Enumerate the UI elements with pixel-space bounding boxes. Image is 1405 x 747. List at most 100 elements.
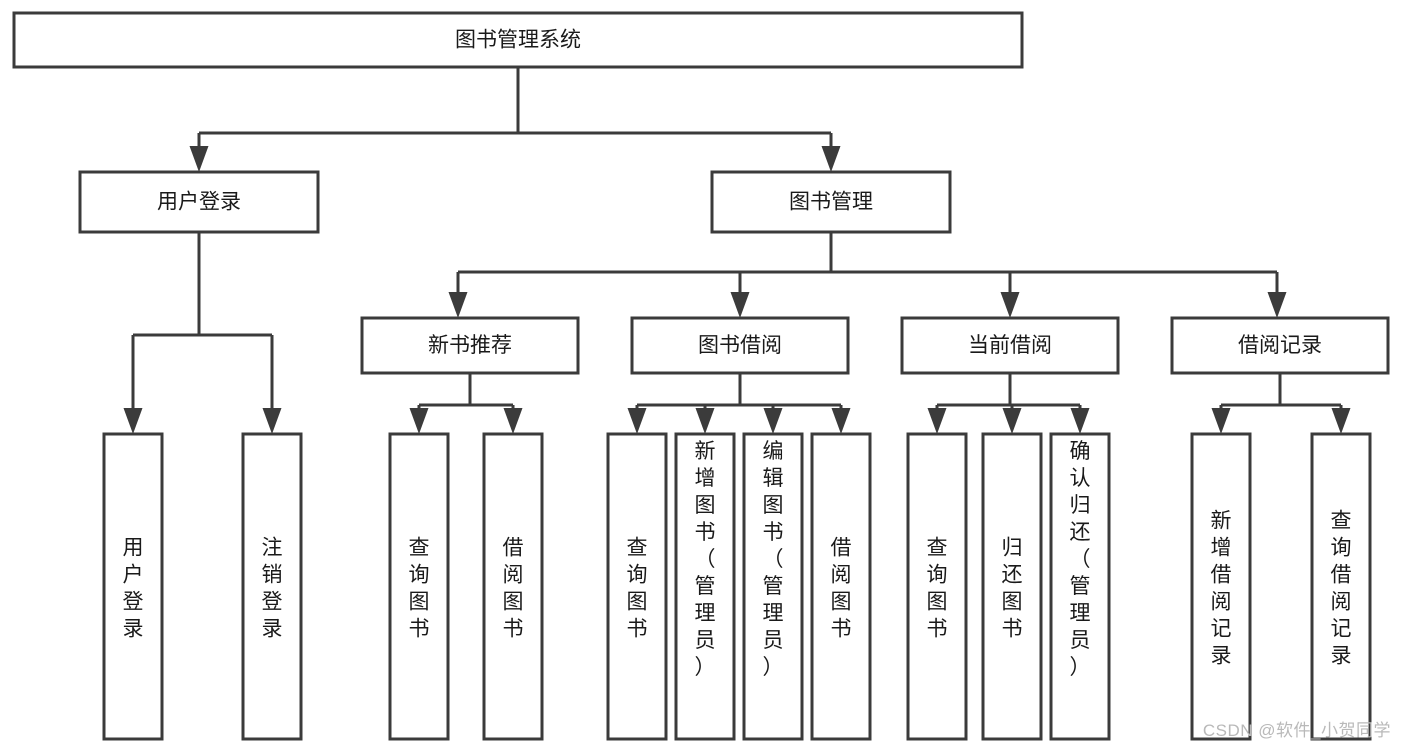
node-box-leaf-return-book[interactable]: [981, 432, 1043, 741]
node-label-char: 图: [409, 591, 430, 614]
node-box-borrow-record[interactable]: [1170, 316, 1390, 375]
node-label-current-borrow: 当前借阅: [968, 334, 1052, 357]
node-label-char: ）: [763, 656, 784, 679]
node-new-book-rec[interactable]: 新书推荐: [360, 316, 580, 375]
node-label-book-manage: 图书管理: [789, 191, 873, 214]
node-root[interactable]: 图书管理系统: [12, 11, 1024, 69]
node-label-char: 书: [831, 618, 852, 641]
node-label-leaf-add-book: 新增图书（管理员）: [695, 440, 716, 679]
node-label-root: 图书管理系统: [455, 29, 581, 52]
node-label-char: 归: [1070, 494, 1091, 517]
connector-borrow-record-to-leaves: [1211, 373, 1351, 434]
node-box-leaf-add-record[interactable]: [1190, 432, 1252, 741]
node-label-char: 图: [1002, 591, 1023, 614]
node-label-char: 理: [763, 602, 784, 625]
connector-root-to-level1: [189, 67, 841, 172]
node-label-leaf-borrow-book-1: 借阅图书: [503, 537, 524, 641]
node-label-char: 书: [627, 618, 648, 641]
node-label-char: 查: [927, 537, 948, 560]
node-leaf-borrow-book-2[interactable]: 借阅图书: [810, 432, 872, 741]
node-label-char: 询: [927, 564, 948, 587]
node-label-char: 理: [1070, 602, 1091, 625]
node-leaf-logout[interactable]: 注销登录: [241, 432, 303, 741]
node-box-leaf-query-record[interactable]: [1310, 432, 1372, 741]
node-borrow-record[interactable]: 借阅记录: [1170, 316, 1390, 375]
node-box-book-manage[interactable]: [710, 170, 952, 234]
arrow-head-icon: [262, 408, 282, 434]
arrow-head-icon: [927, 408, 947, 434]
csdn-watermark: CSDN @软件_小贺同学: [1202, 721, 1391, 740]
node-label-leaf-add-record: 新增借阅记录: [1211, 510, 1232, 668]
node-label-char: 查: [1331, 510, 1352, 533]
node-label-char: 借: [1331, 564, 1352, 587]
node-box-book-borrow[interactable]: [630, 316, 850, 375]
node-label-leaf-confirm-return: 确认归还（管理员）: [1070, 440, 1091, 679]
node-label-char: 书: [1002, 618, 1023, 641]
node-label-borrow-record: 借阅记录: [1238, 334, 1322, 357]
node-box-current-borrow[interactable]: [900, 316, 1120, 375]
node-label-char: 询: [409, 564, 430, 587]
node-leaf-query-book-2[interactable]: 查询图书: [606, 432, 668, 741]
connector-book-manage-to-level2: [448, 232, 1287, 318]
node-leaf-edit-book[interactable]: 编辑图书（管理员）: [742, 432, 804, 741]
node-leaf-add-record[interactable]: 新增借阅记录: [1190, 432, 1252, 741]
node-label-char: 用: [123, 537, 144, 560]
node-leaf-query-book-3[interactable]: 查询图书: [906, 432, 968, 741]
node-label-char: 借: [1211, 564, 1232, 587]
arrow-head-icon: [123, 408, 143, 434]
node-label-char: （: [695, 548, 716, 571]
node-label-char: 录: [262, 618, 283, 641]
node-label-char: 新: [695, 440, 716, 463]
node-label-char: 书: [503, 618, 524, 641]
node-box-root[interactable]: [12, 11, 1024, 69]
node-label-leaf-borrow-book-2: 借阅图书: [831, 537, 852, 641]
node-box-leaf-add-book[interactable]: [674, 432, 736, 741]
node-label-char: 管: [1070, 575, 1091, 598]
arrow-head-icon: [1267, 292, 1287, 318]
node-label-char: （: [763, 548, 784, 571]
node-user-login[interactable]: 用户登录: [78, 170, 320, 234]
arrow-head-icon: [695, 408, 715, 434]
node-label-char: 阅: [503, 564, 524, 587]
arrow-head-icon: [409, 408, 429, 434]
node-book-borrow[interactable]: 图书借阅: [630, 316, 850, 375]
node-label-char: 录: [123, 618, 144, 641]
node-box-leaf-query-book-1[interactable]: [388, 432, 450, 741]
node-label-char: 阅: [1331, 591, 1352, 614]
node-leaf-query-record[interactable]: 查询借阅记录: [1310, 432, 1372, 741]
node-label-leaf-user-login: 用户登录: [123, 537, 144, 641]
node-box-leaf-query-book-2[interactable]: [606, 432, 668, 741]
node-box-leaf-logout[interactable]: [241, 432, 303, 741]
node-label-char: 图: [831, 591, 852, 614]
node-box-leaf-borrow-book-2[interactable]: [810, 432, 872, 741]
connector-user-login-to-leaves: [123, 232, 282, 434]
node-box-user-login[interactable]: [78, 170, 320, 234]
node-leaf-query-book-1[interactable]: 查询图书: [388, 432, 450, 741]
node-label-book-borrow: 图书借阅: [698, 334, 782, 357]
node-box-leaf-edit-book[interactable]: [742, 432, 804, 741]
node-label-char: 编: [763, 440, 784, 463]
node-box-leaf-confirm-return[interactable]: [1049, 432, 1111, 741]
node-label-char: 书: [409, 618, 430, 641]
node-box-leaf-user-login[interactable]: [102, 432, 164, 741]
node-box-new-book-rec[interactable]: [360, 316, 580, 375]
arrow-head-icon: [821, 146, 841, 172]
node-box-leaf-borrow-book-1[interactable]: [482, 432, 544, 741]
node-label-leaf-edit-book: 编辑图书（管理员）: [763, 440, 784, 679]
arrow-head-icon: [189, 146, 209, 172]
node-leaf-confirm-return[interactable]: 确认归还（管理员）: [1049, 432, 1111, 741]
node-label-char: 记: [1331, 618, 1352, 641]
node-leaf-borrow-book-1[interactable]: 借阅图书: [482, 432, 544, 741]
node-label-char: （: [1070, 548, 1091, 571]
node-label-char: 员: [763, 629, 784, 652]
node-leaf-user-login[interactable]: 用户登录: [102, 432, 164, 741]
arrow-head-icon: [448, 292, 468, 318]
node-book-manage[interactable]: 图书管理: [710, 170, 952, 234]
node-label-char: 记: [1211, 618, 1232, 641]
node-label-char: 查: [627, 537, 648, 560]
node-leaf-return-book[interactable]: 归还图书: [981, 432, 1043, 741]
node-box-leaf-query-book-3[interactable]: [906, 432, 968, 741]
node-label-leaf-query-record: 查询借阅记录: [1331, 510, 1352, 668]
node-leaf-add-book[interactable]: 新增图书（管理员）: [674, 432, 736, 741]
node-current-borrow[interactable]: 当前借阅: [900, 316, 1120, 375]
